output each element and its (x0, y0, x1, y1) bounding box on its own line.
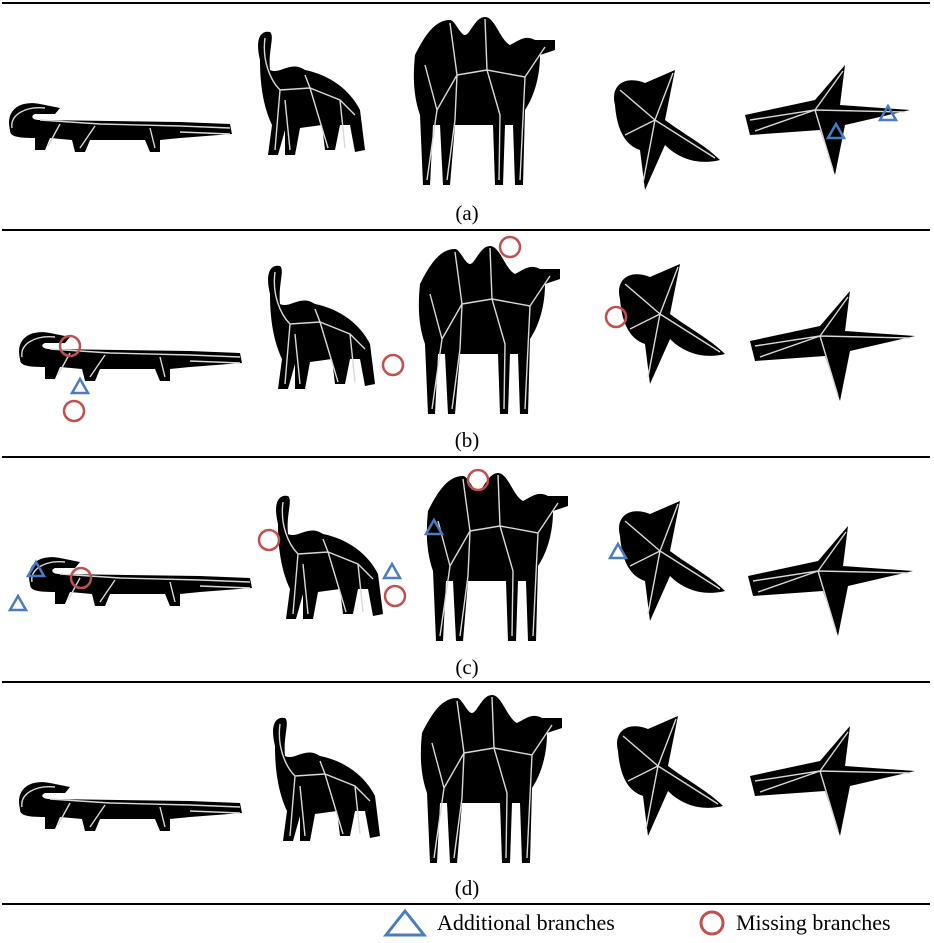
crocodile-silhouette (19, 332, 242, 381)
panel-b-caption: (b) (0, 429, 934, 451)
camel-silhouette (427, 473, 568, 641)
panel-d-caption: (d) (0, 877, 934, 899)
fish-silhouette (614, 70, 720, 190)
elephant-silhouette (258, 32, 365, 155)
camel-silhouette (414, 17, 555, 185)
additional-branch-marker (10, 596, 26, 610)
elephant-silhouette (268, 266, 375, 389)
missing-branch-marker (468, 470, 488, 490)
panel-c: (c) (0, 456, 934, 681)
panel-c-figure (0, 456, 934, 681)
panel-b: (b) (0, 229, 934, 456)
missing-branch-marker (500, 237, 520, 257)
elephant-silhouette (276, 496, 383, 619)
missing-branch-marker (64, 401, 84, 421)
starfish-silhouette (748, 526, 913, 636)
triangle-icon (383, 908, 427, 938)
legend-missing: Missing branches (698, 906, 891, 940)
starfish-silhouette (750, 726, 915, 836)
missing-branch-marker (259, 530, 279, 550)
panel-d: (d) (0, 681, 934, 903)
missing-branch-marker (385, 586, 405, 606)
panel-a: (a) (0, 0, 934, 229)
elephant-silhouette (273, 718, 380, 841)
rule-after-d (2, 903, 930, 905)
fish-silhouette (619, 501, 725, 621)
circle-icon (698, 908, 726, 938)
camel-silhouette (419, 246, 560, 414)
missing-branch-marker (383, 355, 403, 375)
crocodile-silhouette (9, 103, 232, 152)
starfish-silhouette (750, 291, 915, 401)
panel-a-figure (0, 0, 934, 229)
additional-branch-marker (384, 564, 400, 578)
legend-additional: Additional branches (383, 906, 615, 940)
panel-a-caption: (a) (0, 202, 934, 224)
camel-silhouette (421, 695, 562, 863)
panel-c-caption: (c) (0, 656, 934, 678)
legend-missing-label: Missing branches (736, 910, 891, 936)
fish-silhouette (619, 264, 725, 384)
panel-d-figure (0, 681, 934, 903)
crocodile-silhouette (19, 782, 242, 831)
additional-branch-marker (72, 379, 88, 393)
panel-b-figure (0, 229, 934, 456)
fish-silhouette (617, 716, 723, 836)
legend-additional-label: Additional branches (437, 910, 615, 936)
crocodile-silhouette (29, 557, 252, 606)
